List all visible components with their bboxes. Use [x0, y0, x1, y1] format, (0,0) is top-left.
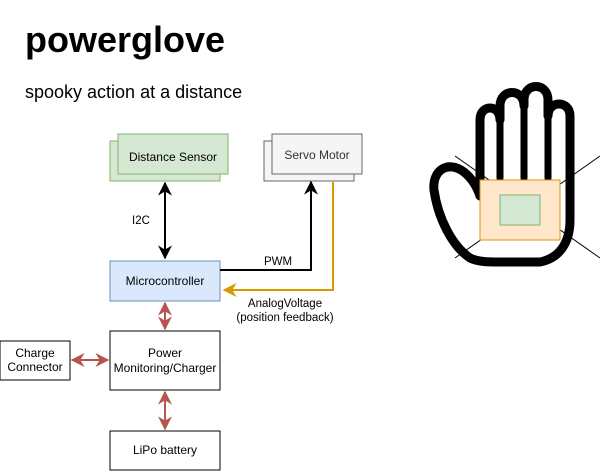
charge-connector-label-line1: Charge: [15, 346, 55, 360]
page-title: powerglove: [25, 19, 226, 60]
pwm-label: PWM: [264, 256, 292, 268]
i2c-label: I2C: [132, 215, 150, 227]
page-subtitle: spooky action at a distance: [25, 82, 243, 102]
palm-sensor: [499, 194, 541, 226]
analog-label-line2: (position feedback): [236, 312, 333, 324]
power-charger-label-line1: Power: [148, 346, 182, 360]
microcontroller-label: Microcontroller: [126, 274, 205, 288]
lipo-battery-node: LiPo battery: [109, 430, 221, 471]
hand-outline-icon: [429, 82, 601, 267]
analog-feedback-edge: AnalogVoltage (position feedback): [222, 182, 334, 324]
distance-sensor-label: Distance Sensor: [129, 150, 217, 164]
i2c-edge: I2C: [132, 181, 172, 260]
power-charger-label-line2: Monitoring/Charger: [114, 361, 217, 375]
analog-label-line1: AnalogVoltage: [248, 298, 322, 310]
lipo-battery-label: LiPo battery: [133, 443, 197, 457]
distance-sensor-node: Distance Sensor: [109, 133, 229, 182]
servo-motor-label: Servo Motor: [284, 148, 349, 162]
pwm-edge: PWM: [220, 180, 318, 271]
charge-connector-node: Charge Connector: [0, 340, 71, 381]
servo-motor-node: Servo Motor: [263, 133, 363, 182]
charge-connector-label-line2: Connector: [7, 360, 62, 374]
power-charger-node: Power Monitoring/Charger: [109, 330, 221, 391]
microcontroller-node: Microcontroller: [109, 260, 221, 302]
